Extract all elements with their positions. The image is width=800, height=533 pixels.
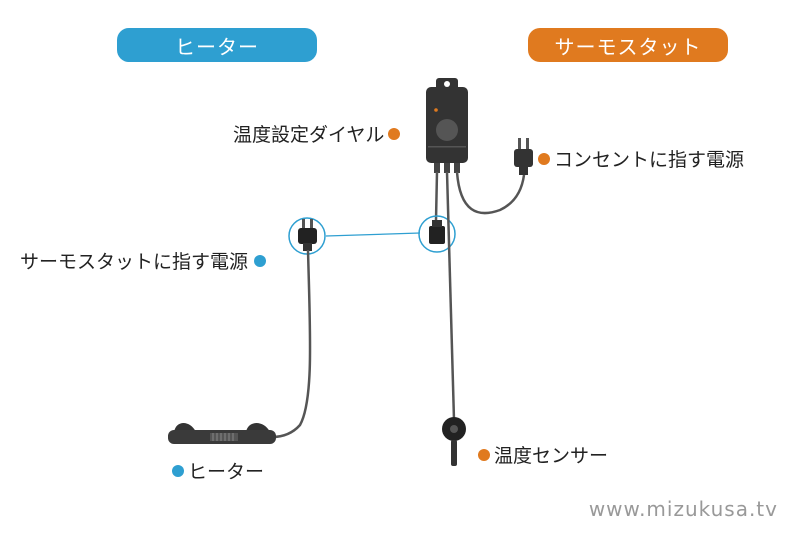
watermark: www.mizukusa.tv	[588, 497, 778, 521]
connection-line	[325, 232, 421, 237]
heater-device	[168, 423, 276, 444]
heater-label: ヒーター	[172, 457, 264, 484]
dial-label-text: 温度設定ダイヤル	[233, 124, 385, 146]
sensor-cable	[445, 171, 456, 421]
outlet-plug-label: コンセントに指す電源	[538, 145, 744, 172]
heater-cable	[271, 249, 312, 439]
thermostat-plug-label-text: サーモスタットに指す電源	[20, 251, 249, 273]
heater-label-text: ヒーター	[188, 461, 265, 483]
thermostat-header: サーモスタット	[528, 28, 728, 62]
sensor-label-text: 温度センサー	[494, 445, 609, 467]
dial-dot	[388, 127, 401, 140]
heater-plug	[298, 219, 317, 251]
socket-circle	[418, 215, 456, 253]
dial-label: 温度設定ダイヤル	[233, 120, 401, 147]
temperature-sensor	[442, 417, 466, 466]
thermostat-body	[426, 87, 468, 163]
sensor-dot	[478, 448, 490, 461]
outlet-plug-label-text: コンセントに指す電源	[554, 149, 745, 171]
outlet-cable	[455, 171, 526, 215]
outlet-plug	[514, 138, 533, 175]
thermostat-socket	[429, 220, 445, 244]
thermostat-header-text: サーモスタット	[554, 34, 702, 59]
heater-header-text: ヒーター	[175, 34, 259, 59]
thermostat-plug-dot	[254, 254, 267, 267]
outlet-dot	[538, 152, 550, 165]
heater-dot	[172, 464, 184, 477]
thermostat-plug-label: サーモスタットに指す電源	[20, 247, 267, 274]
sensor-label: 温度センサー	[478, 441, 608, 468]
heater-header: ヒーター	[117, 28, 317, 62]
